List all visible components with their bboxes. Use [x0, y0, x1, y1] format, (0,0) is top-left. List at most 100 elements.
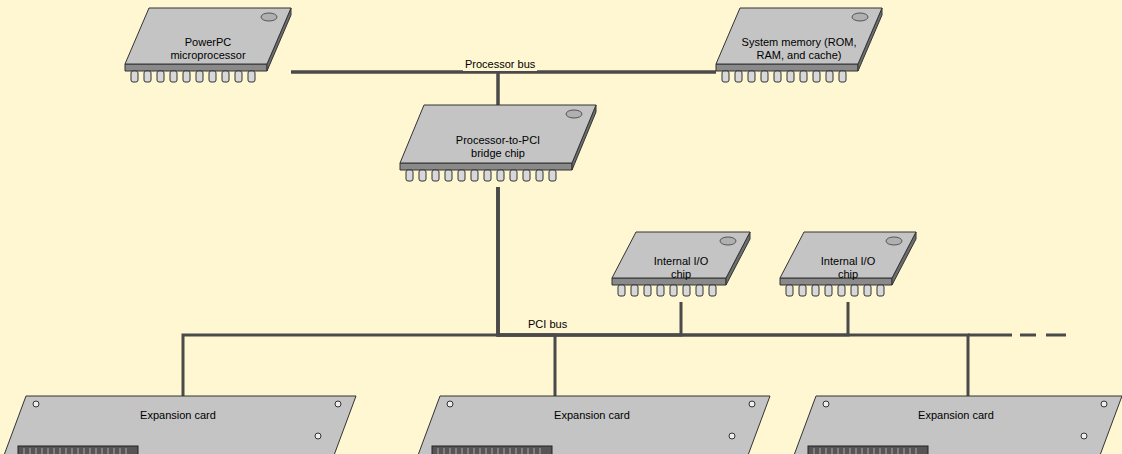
bus-connector — [498, 187, 555, 396]
connector-contact — [528, 448, 529, 454]
chip-pin — [683, 285, 690, 296]
node-label: Internal I/O chip — [811, 255, 885, 281]
chip-pin — [419, 170, 426, 181]
bus-label: PCI bus — [526, 318, 569, 331]
connector-contact — [474, 448, 475, 454]
connector-contact — [72, 448, 73, 454]
chip-side — [400, 163, 572, 170]
chip-pin — [196, 71, 203, 82]
card-hole — [1101, 401, 1107, 407]
chip-pin — [799, 285, 806, 296]
connector-contact — [838, 448, 839, 454]
card-hole — [729, 433, 735, 439]
connector-contact — [856, 448, 857, 454]
connector-contact — [898, 448, 899, 454]
chip-pin — [722, 71, 729, 82]
chip-pin — [696, 285, 703, 296]
chip-pin — [786, 285, 793, 296]
connector-contact — [54, 448, 55, 454]
connector-contact — [886, 448, 887, 454]
chip-pin — [406, 170, 413, 181]
chip-pin — [813, 71, 820, 82]
connector-contact — [30, 448, 31, 454]
chip-pin — [864, 285, 871, 296]
card-hole — [335, 401, 341, 407]
card-hole — [1081, 433, 1087, 439]
connector-contact — [820, 448, 821, 454]
card-hole — [33, 401, 39, 407]
connector-contact — [504, 448, 505, 454]
chip-pin — [787, 71, 794, 82]
node-label: PowerPC microprocessor — [158, 36, 258, 62]
chip-pin — [432, 170, 439, 181]
chip-notch — [886, 237, 902, 245]
bus-line — [968, 334, 1012, 337]
bus-dash — [1020, 334, 1036, 337]
connector-contact — [60, 448, 61, 454]
chip-pin — [235, 71, 242, 82]
chip-pin — [536, 170, 543, 181]
connector-contact — [96, 448, 97, 454]
chip-pin — [670, 285, 677, 296]
bus-connector — [183, 187, 498, 396]
connector-contact — [868, 448, 869, 454]
node-label: Processor-to-PCI bridge chip — [443, 134, 553, 160]
chip-pin — [735, 71, 742, 82]
connector-contact — [462, 448, 463, 454]
connector-contact — [492, 448, 493, 454]
chip-pin — [761, 71, 768, 82]
chip-pin — [812, 285, 819, 296]
chip-pin — [170, 71, 177, 82]
chip-side — [780, 278, 892, 285]
bus-connector — [498, 72, 716, 105]
card-hole — [749, 401, 755, 407]
chip-pin — [458, 170, 465, 181]
connector-contact — [826, 448, 827, 454]
card-outline — [0, 396, 356, 454]
connector-contact — [522, 448, 523, 454]
chip-pin — [497, 170, 504, 181]
chip-pin — [183, 71, 190, 82]
chip-pin — [131, 71, 138, 82]
bus-label: Processor bus — [463, 58, 537, 71]
chip-pin — [618, 285, 625, 296]
chip-notch — [261, 13, 277, 21]
chip-side — [612, 278, 726, 285]
chip-pin — [510, 170, 517, 181]
expansion-card: Expansion card — [414, 396, 770, 454]
connector-contact — [468, 448, 469, 454]
card-connector — [18, 446, 138, 454]
connector-contact — [904, 448, 905, 454]
chip-pin — [157, 71, 164, 82]
card-connector — [808, 446, 928, 454]
connector-contact — [540, 448, 541, 454]
chip-pin — [209, 71, 216, 82]
connector-contact — [102, 448, 103, 454]
connector-contact — [498, 448, 499, 454]
node-label: Expansion card — [78, 409, 278, 422]
chip-notch — [720, 237, 736, 245]
connector-contact — [126, 448, 127, 454]
card-face — [0, 396, 356, 454]
card-hole — [447, 401, 453, 407]
connector-contact — [910, 448, 911, 454]
chip-pin — [709, 285, 716, 296]
chip-pin — [484, 170, 491, 181]
chip-pin — [657, 285, 664, 296]
expansion-card: Expansion card — [0, 396, 356, 454]
connector-contact — [880, 448, 881, 454]
connector-contact — [892, 448, 893, 454]
chip-pin — [222, 71, 229, 82]
chip-notch — [852, 13, 868, 21]
chip-pin — [851, 285, 858, 296]
connector-contact — [850, 448, 851, 454]
chip-pin — [549, 170, 556, 181]
chip-side — [716, 64, 858, 71]
chip-side — [125, 64, 267, 71]
bridge-chip: Processor-to-PCI bridge chip — [400, 105, 596, 187]
chip-pin — [774, 71, 781, 82]
bus-dash — [1046, 334, 1066, 337]
connector-contact — [114, 448, 115, 454]
chip-face — [716, 8, 882, 64]
chip-pin — [631, 285, 638, 296]
